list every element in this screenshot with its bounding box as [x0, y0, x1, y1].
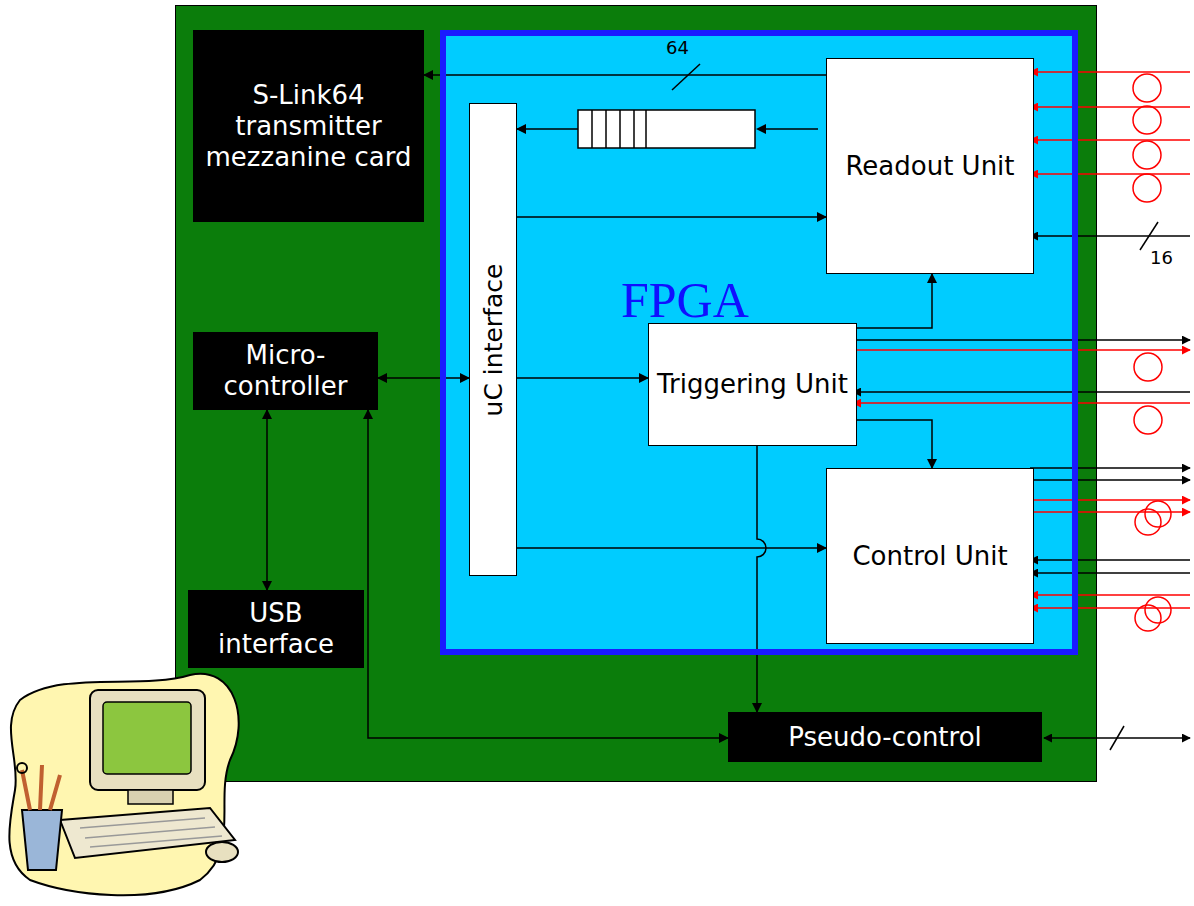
box-label: uC interface	[478, 263, 509, 416]
box-label: Micro-controller	[193, 340, 378, 402]
bus-width: 16	[1150, 248, 1173, 268]
box-label: Control Unit	[846, 541, 1013, 572]
signal-connector	[517, 128, 578, 130]
triggering-unit: Triggering Unit	[648, 323, 857, 446]
box-label: Readout Unit	[839, 151, 1020, 182]
readout-unit: Readout Unit	[826, 58, 1034, 274]
signal-connector	[757, 446, 766, 712]
signal-connector	[368, 410, 728, 738]
control-unit: Control Unit	[826, 468, 1034, 644]
box-label: USB interface	[188, 598, 364, 660]
signal-connector	[517, 216, 826, 218]
box-label: S-Link64 transmitter mezzanine card	[193, 80, 424, 173]
bus-width: 64	[666, 38, 689, 58]
fpga-chip: FPGA Readout Unit uC interfaceTriggering U…	[440, 30, 1078, 655]
microcontroller: Micro-controller	[193, 332, 378, 410]
uc-interface: uC interface	[469, 103, 517, 576]
usb-interface: USB interface	[188, 590, 364, 668]
chip-label: FPGA	[621, 272, 749, 328]
signal-connector	[517, 547, 826, 549]
signal-connector	[517, 377, 648, 379]
signal-connector	[266, 410, 268, 590]
signal-connector	[857, 274, 932, 328]
box-label: Triggering Unit	[651, 369, 854, 400]
pseudo-control: Pseudo-control	[728, 712, 1042, 762]
signal-connector	[424, 74, 826, 76]
mezzanine-card: S-Link64 transmitter mezzanine card	[193, 30, 424, 222]
signal-connector	[857, 420, 932, 468]
signal-connector	[378, 377, 469, 379]
box-label: Pseudo-control	[782, 722, 988, 753]
